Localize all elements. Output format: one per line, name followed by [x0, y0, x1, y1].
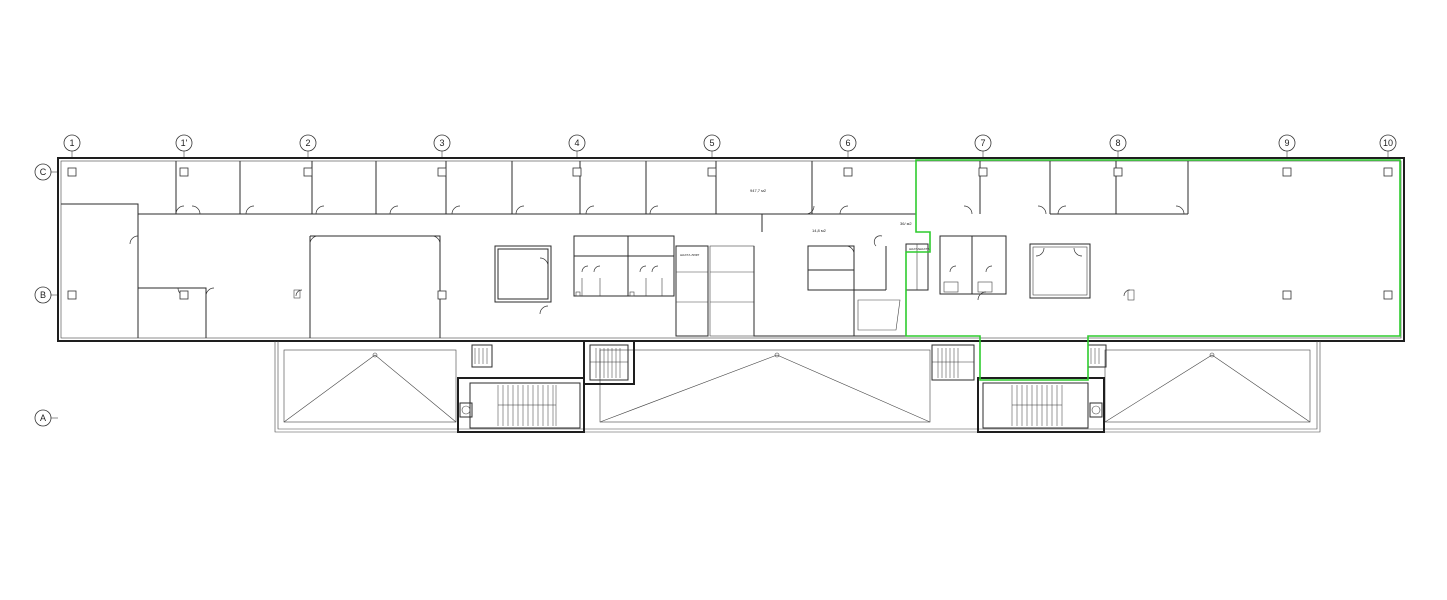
axis-label: 6 [845, 138, 850, 148]
axis-label: 9 [1284, 138, 1289, 148]
shaft-label-b: ШАХТА [919, 247, 930, 251]
axis-label: A [40, 413, 46, 423]
shaft-lift-label: ШАХТА ЛИФТ [680, 253, 700, 257]
axis-label: 1' [181, 138, 188, 148]
axis-bubble-B: B [34, 286, 58, 304]
axis-bubble-7: 7 [974, 134, 992, 158]
axis-bubble-9: 9 [1278, 134, 1296, 158]
axis-label: 8 [1115, 138, 1120, 148]
area-labels: 947,7 м2 14,8 м2 36/ м2 [750, 188, 912, 233]
lobby-area-label: 36/ м2 [900, 221, 912, 226]
axis-label: B [40, 290, 46, 300]
axis-label: 10 [1383, 138, 1393, 148]
axis-label: 1 [69, 138, 74, 148]
grid-axes-rows: C B A [34, 163, 58, 427]
axis-bubble-5: 5 [703, 134, 721, 158]
axis-bubble-4: 4 [568, 134, 586, 158]
axis-bubble-C: C [34, 163, 58, 181]
stair-core-center [583, 340, 975, 385]
highlighted-area-outline [905, 159, 1401, 381]
axis-bubble-A: A [34, 409, 58, 427]
north-offices [138, 161, 1189, 215]
stair-core-left [457, 344, 585, 433]
axis-bubble-1-prime: 1' [175, 134, 193, 158]
grid-axes-columns: 1 1' 2 3 4 5 6 [63, 134, 1397, 158]
west-wing-rooms [61, 203, 441, 338]
axis-label: 7 [980, 138, 985, 148]
axis-bubble-3: 3 [433, 134, 451, 158]
shaft-label-a: ШАХТА [909, 247, 920, 251]
central-core-rooms: ШАХТА ЛИФТ ШАХТА ШАХТА [494, 213, 1135, 337]
axis-label: C [40, 167, 47, 177]
axis-label: 4 [574, 138, 579, 148]
axis-bubble-10: 10 [1379, 134, 1397, 158]
axis-bubble-6: 6 [839, 134, 857, 158]
axis-bubble-1: 1 [63, 134, 81, 158]
axis-label: 3 [439, 138, 444, 148]
axis-bubble-8: 8 [1109, 134, 1127, 158]
building-outline [57, 157, 1405, 342]
axis-bubble-2: 2 [299, 134, 317, 158]
stair-core-right [977, 344, 1107, 433]
structural-columns [67, 167, 1393, 300]
axis-label: 5 [709, 138, 714, 148]
corridor-area-label: 947,7 м2 [750, 188, 767, 193]
lower-terraces [274, 341, 1321, 433]
hall-area-label: 14,8 м2 [812, 228, 827, 233]
axis-label: 2 [305, 138, 310, 148]
